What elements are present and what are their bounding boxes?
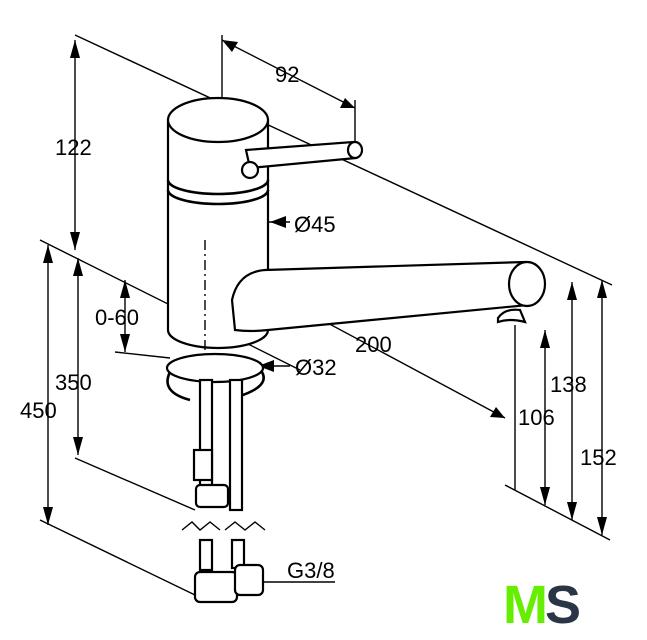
- dim-138: 138: [550, 372, 587, 397]
- logo-m: M: [503, 575, 548, 635]
- base-ring: [165, 352, 265, 402]
- faucet-body: [166, 96, 270, 380]
- dim-200: 200: [355, 332, 392, 357]
- dim-thread-g3-8: G3/8: [287, 558, 335, 583]
- dim-diameter-45: Ø45: [294, 212, 336, 237]
- ms-logo: M S: [503, 575, 581, 635]
- dim-92: 92: [275, 62, 299, 87]
- dim-152: 152: [580, 445, 617, 470]
- dim-106: 106: [518, 405, 555, 430]
- dim-diameter-32: Ø32: [295, 355, 337, 380]
- supply-hoses: [181, 378, 335, 604]
- dim-450: 450: [20, 398, 57, 423]
- spout: [230, 260, 547, 333]
- dim-122: 122: [55, 135, 92, 160]
- dim-350: 350: [55, 370, 92, 395]
- lever: [240, 140, 364, 180]
- logo-s: S: [545, 575, 581, 635]
- dim-0-60: 0-60: [95, 305, 139, 330]
